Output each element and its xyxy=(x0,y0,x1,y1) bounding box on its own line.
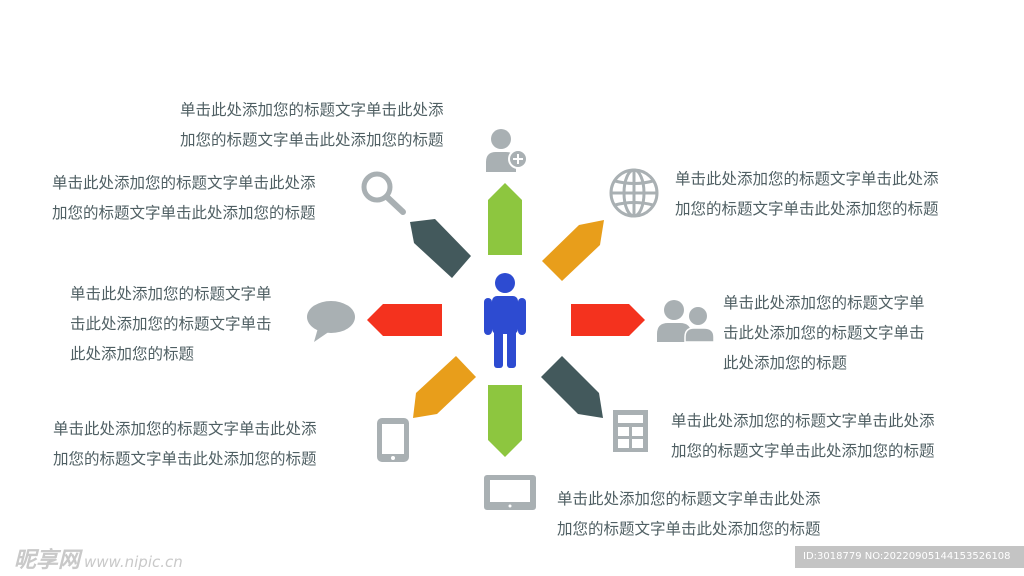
text-line: 加您的标题文字单击此处添加您的标题 xyxy=(52,204,316,222)
text-line: 击此处添加您的标题文字单击 xyxy=(723,324,925,342)
text-block-upper-left: 单击此处添加您的标题文字单击此处添 加您的标题文字单击此处添加您的标题 xyxy=(52,168,316,228)
arrow-right-red xyxy=(571,304,645,336)
arrow-upleft-slate xyxy=(410,219,471,278)
watermark-brand: 昵享网 xyxy=(14,548,81,573)
globe-icon xyxy=(609,168,659,218)
calculator-icon xyxy=(613,410,648,452)
text-line: 加您的标题文字单击此处添加您的标题 xyxy=(53,450,317,468)
text-line: 单击此处添加您的标题文字单击此处添 xyxy=(53,420,317,438)
tablet-icon xyxy=(377,418,409,462)
arrow-downleft-orange xyxy=(413,356,476,418)
text-line: 单击此处添加您的标题文字单击此处添 xyxy=(671,412,935,430)
text-line: 加您的标题文字单击此处添加您的标题 xyxy=(671,442,935,460)
id-bar: ID:3018779 NO:20220905144153526108 xyxy=(795,546,1024,568)
text-line: 单击此处添加您的标题文字单击此处添 xyxy=(557,490,821,508)
text-block-lower-left: 单击此处添加您的标题文字单击此处添 加您的标题文字单击此处添加您的标题 xyxy=(53,414,317,474)
watermark-url: www.nipic.cn xyxy=(84,553,183,571)
user-add-icon xyxy=(486,129,528,172)
text-line: 击此处添加您的标题文字单击 xyxy=(70,315,272,333)
text-line: 单击此处添加您的标题文字单 xyxy=(70,285,272,303)
text-block-bottom: 单击此处添加您的标题文字单击此处添 加您的标题文字单击此处添加您的标题 xyxy=(557,484,821,544)
search-icon xyxy=(361,171,406,215)
text-block-upper-right: 单击此处添加您的标题文字单击此处添 加您的标题文字单击此处添加您的标题 xyxy=(675,164,939,224)
arrow-up-green xyxy=(488,183,522,255)
text-line: 加您的标题文字单击此处添加您的标题 xyxy=(180,131,444,149)
text-line: 单击此处添加您的标题文字单击此处添 xyxy=(675,170,939,188)
arrow-downright-slate xyxy=(541,356,603,418)
arrow-upright-orange xyxy=(542,220,604,281)
arrow-left-red xyxy=(367,304,442,336)
text-line: 加您的标题文字单击此处添加您的标题 xyxy=(675,200,939,218)
group-icon xyxy=(657,300,715,343)
text-line: 单击此处添加您的标题文字单击此处添 xyxy=(180,101,444,119)
monitor-icon xyxy=(484,475,536,510)
text-block-middle-left: 单击此处添加您的标题文字单 击此处添加您的标题文字单击 此处添加您的标题 xyxy=(70,279,272,369)
text-line: 单击此处添加您的标题文字单 xyxy=(723,294,925,312)
text-line: 此处添加您的标题 xyxy=(70,345,195,363)
text-block-lower-right: 单击此处添加您的标题文字单击此处添 加您的标题文字单击此处添加您的标题 xyxy=(671,406,935,466)
text-block-top-left: 单击此处添加您的标题文字单击此处添 加您的标题文字单击此处添加您的标题 xyxy=(180,95,444,155)
arrow-down-green xyxy=(488,385,522,457)
person-icon xyxy=(484,273,526,368)
text-block-middle-right: 单击此处添加您的标题文字单 击此处添加您的标题文字单击 此处添加您的标题 xyxy=(723,288,925,378)
text-line: 此处添加您的标题 xyxy=(723,354,848,372)
text-line: 加您的标题文字单击此处添加您的标题 xyxy=(557,520,821,538)
text-line: 单击此处添加您的标题文字单击此处添 xyxy=(52,174,316,192)
chat-bubble-icon xyxy=(307,301,355,342)
